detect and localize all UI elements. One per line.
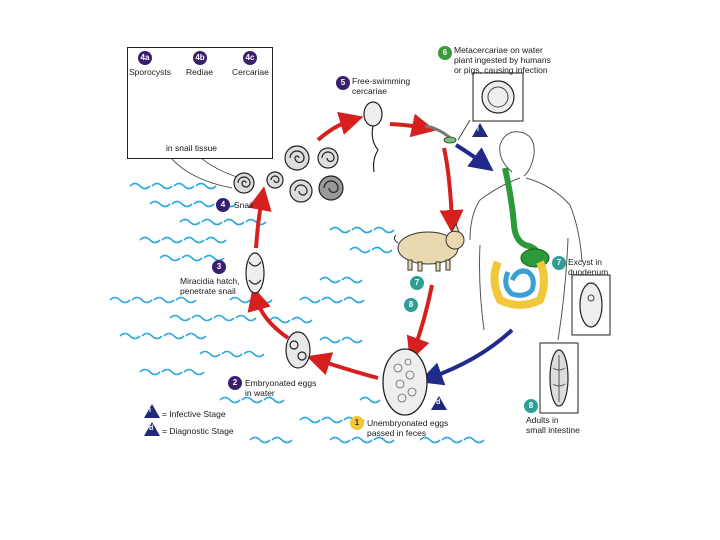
water-wave <box>199 350 265 358</box>
label-miracidia: Miracidia hatch, penetrate snail <box>180 276 240 296</box>
badge-8-pig: 8 <box>404 298 418 312</box>
water-wave <box>329 436 395 444</box>
water-wave <box>359 396 381 404</box>
snail-icon-3 <box>284 145 310 171</box>
digestive-tract <box>490 167 550 309</box>
snail-icon-4 <box>317 147 339 169</box>
badge-4a: 4a <box>138 51 152 65</box>
water-wave <box>119 332 207 340</box>
badge-2: 2 <box>228 376 242 390</box>
arrow-embryonated-to-miracidia <box>247 286 290 340</box>
badge-4b: 4b <box>193 51 207 65</box>
human-figure <box>469 131 583 341</box>
arrow-plant-loop <box>338 125 368 345</box>
badge-4c: 4c <box>243 51 257 65</box>
label-cercariae: Cercariae <box>232 67 269 77</box>
water-wave <box>349 246 393 254</box>
snails <box>233 145 344 203</box>
human-arrows <box>418 143 514 386</box>
water-wave <box>159 254 225 262</box>
badge-7-pig: 7 <box>410 276 424 290</box>
adult-inset <box>539 342 579 414</box>
water-wave <box>139 368 205 376</box>
arrow-egg-to-embryonated <box>306 352 379 380</box>
legend-infective-text: = Infective Stage <box>162 409 226 419</box>
legend-diagnostic-icon: d <box>144 422 160 436</box>
water-wave <box>319 276 363 284</box>
water-wave <box>229 296 273 304</box>
water-wave <box>319 336 363 344</box>
badge-8: 8 <box>524 399 538 413</box>
arrow-plant-to-human <box>454 143 494 172</box>
label-embryonated-eggs: Embryonated eggs in water <box>245 378 317 398</box>
water-wave <box>139 236 227 244</box>
water-wave <box>299 296 365 304</box>
label-snail: Snail <box>234 200 253 210</box>
cercaria-icon <box>363 101 383 173</box>
water-wave <box>129 182 217 190</box>
arrow-miracidia-to-snail <box>248 186 272 249</box>
snail-icon-2 <box>266 171 284 189</box>
badge-5: 5 <box>336 76 350 90</box>
arrow-plant-to-pig <box>439 147 464 234</box>
water-wave <box>329 226 395 234</box>
label-sporocysts: Sporocysts <box>129 67 172 77</box>
snail-icon-1 <box>233 172 255 194</box>
label-rediae: Rediae <box>186 67 213 77</box>
badge-6: 6 <box>438 46 452 60</box>
diagnostic-stage-marker: d <box>431 396 447 410</box>
badge-4: 4 <box>216 198 230 212</box>
label-excyst: Excyst in duodenum <box>568 257 609 277</box>
arrow-human-to-egg <box>418 328 514 386</box>
badge-3: 3 <box>212 260 226 274</box>
legend-infective-icon: i <box>144 404 160 418</box>
pig-icon <box>393 222 465 272</box>
unembryonated-egg-icon <box>382 348 428 416</box>
embryonated-egg-icon <box>285 331 311 369</box>
water-plant-icon <box>424 124 457 144</box>
metacercaria-inset <box>457 72 524 141</box>
badge-7: 7 <box>552 256 566 270</box>
label-free-swimming-cercariae: Free-swimming cercariae <box>352 76 411 96</box>
water-wave <box>179 218 267 226</box>
label-in-snail-tissue: in snail tissue <box>166 143 218 153</box>
water-wave <box>249 436 293 444</box>
water-wave <box>169 314 257 322</box>
snail-icon-5 <box>289 179 313 203</box>
water-wave <box>419 436 485 444</box>
water-wave <box>149 200 237 208</box>
snail-tissue-inset <box>127 47 273 159</box>
water-wave <box>219 396 285 404</box>
excyst-inset <box>571 274 611 336</box>
cycle-arrows <box>247 111 464 380</box>
badge-1: 1 <box>350 416 364 430</box>
label-adults: Adults in small intestine <box>526 415 580 435</box>
arrow-cercariae-to-plant <box>389 113 436 138</box>
water-wave <box>109 296 197 304</box>
infective-stage-marker: i <box>472 123 488 137</box>
miracidium-icon <box>245 252 265 294</box>
label-metacercariae: Metacercariae on water plant ingested by… <box>454 45 551 75</box>
arrow-pig-to-egg <box>406 284 434 362</box>
label-unembryonated-eggs: Unembryonated eggs passed in feces <box>367 418 449 438</box>
snail-icon-6 <box>318 175 344 201</box>
arrow-snail-to-cercariae <box>316 111 364 142</box>
legend-diagnostic-text: = Diagnostic Stage <box>162 426 234 436</box>
water-wave <box>269 316 313 324</box>
